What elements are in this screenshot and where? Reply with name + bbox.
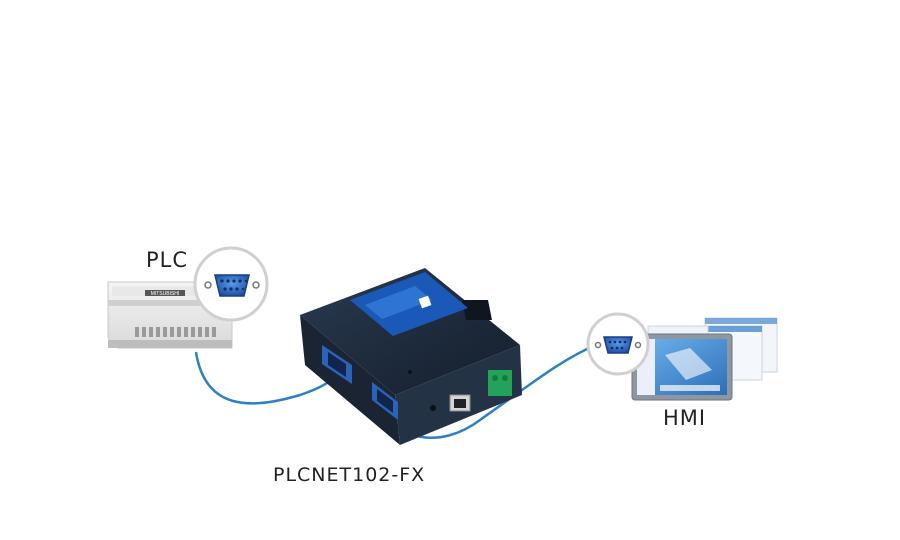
plc-serial-port-callout <box>193 246 269 322</box>
hmi-serial-port-callout <box>586 312 650 376</box>
hmi-panel <box>631 333 733 401</box>
plc-label: PLC <box>146 248 189 272</box>
db9-serial-connector-icon <box>214 274 250 297</box>
plc-brand: MITSUBISHI <box>151 291 180 297</box>
plcnet-gateway-device <box>300 268 522 445</box>
ethernet-port-icon <box>449 394 471 412</box>
hmi-label: HMI <box>663 406 707 430</box>
terminal-block-icon <box>488 370 512 396</box>
device-model-label: PLCNET102-FX <box>273 464 426 486</box>
